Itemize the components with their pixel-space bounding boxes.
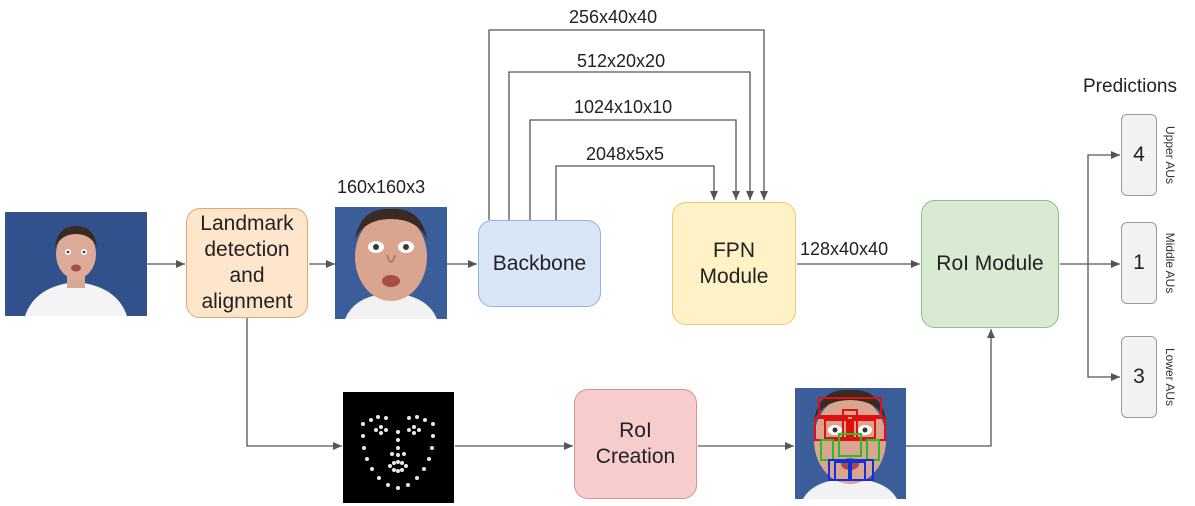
landmark-detection-label: Landmark detection and alignment	[200, 212, 294, 313]
input-face-image	[5, 212, 147, 316]
dim-feat2: 512x20x20	[577, 51, 666, 71]
dim-feat3: 1024x10x10	[574, 97, 673, 117]
roi-module-label: RoI Module	[936, 252, 1044, 275]
landmark-map-image	[343, 392, 454, 503]
skip-feat2	[508, 71, 754, 220]
upper-roi-boxes	[814, 397, 886, 441]
prediction-upper-label: Upper AUs	[1163, 125, 1177, 185]
dim-aligned-face: 160x160x3	[337, 177, 426, 197]
prediction-lower: 3	[1121, 336, 1157, 418]
prediction-upper: 4	[1121, 114, 1157, 196]
dim-feat1: 256x40x40	[569, 7, 658, 27]
arrow-to-lower	[1087, 264, 1120, 381]
fpn-module-node: FPN Module	[672, 202, 796, 325]
roi-creation-label: RoI Creation	[595, 419, 676, 468]
aligned-face-image	[335, 207, 447, 319]
arrow-to-upper	[1087, 151, 1120, 264]
dim-fpn-out: 128x40x40	[800, 239, 889, 259]
skip-feat4	[555, 165, 718, 220]
roi-face-image	[795, 388, 906, 499]
arrow-roi-face-to-module	[906, 329, 995, 447]
arrow-landmark-to-map	[246, 318, 342, 450]
prediction-middle: 1	[1121, 222, 1157, 304]
backbone-label: Backbone	[492, 251, 587, 275]
prediction-middle-value: 1	[1133, 251, 1145, 274]
roi-module-node: RoI Module	[921, 200, 1059, 328]
predictions-title: Predictions	[1083, 76, 1177, 97]
prediction-lower-label: Lower AUs	[1163, 347, 1177, 407]
skip-feat3	[529, 119, 740, 220]
landmark-detection-node: Landmark detection and alignment	[186, 208, 308, 318]
prediction-lower-value: 3	[1133, 365, 1145, 388]
backbone-node: Backbone	[478, 220, 601, 307]
fpn-module-label: FPN Module	[699, 238, 769, 288]
prediction-middle-label: Middle AUs	[1163, 232, 1177, 294]
lower-roi-boxes	[828, 459, 874, 481]
roi-creation-node: RoI Creation	[574, 389, 697, 499]
prediction-upper-value: 4	[1133, 143, 1145, 166]
skip-feat1	[488, 29, 768, 220]
dim-feat4: 2048x5x5	[586, 144, 665, 164]
